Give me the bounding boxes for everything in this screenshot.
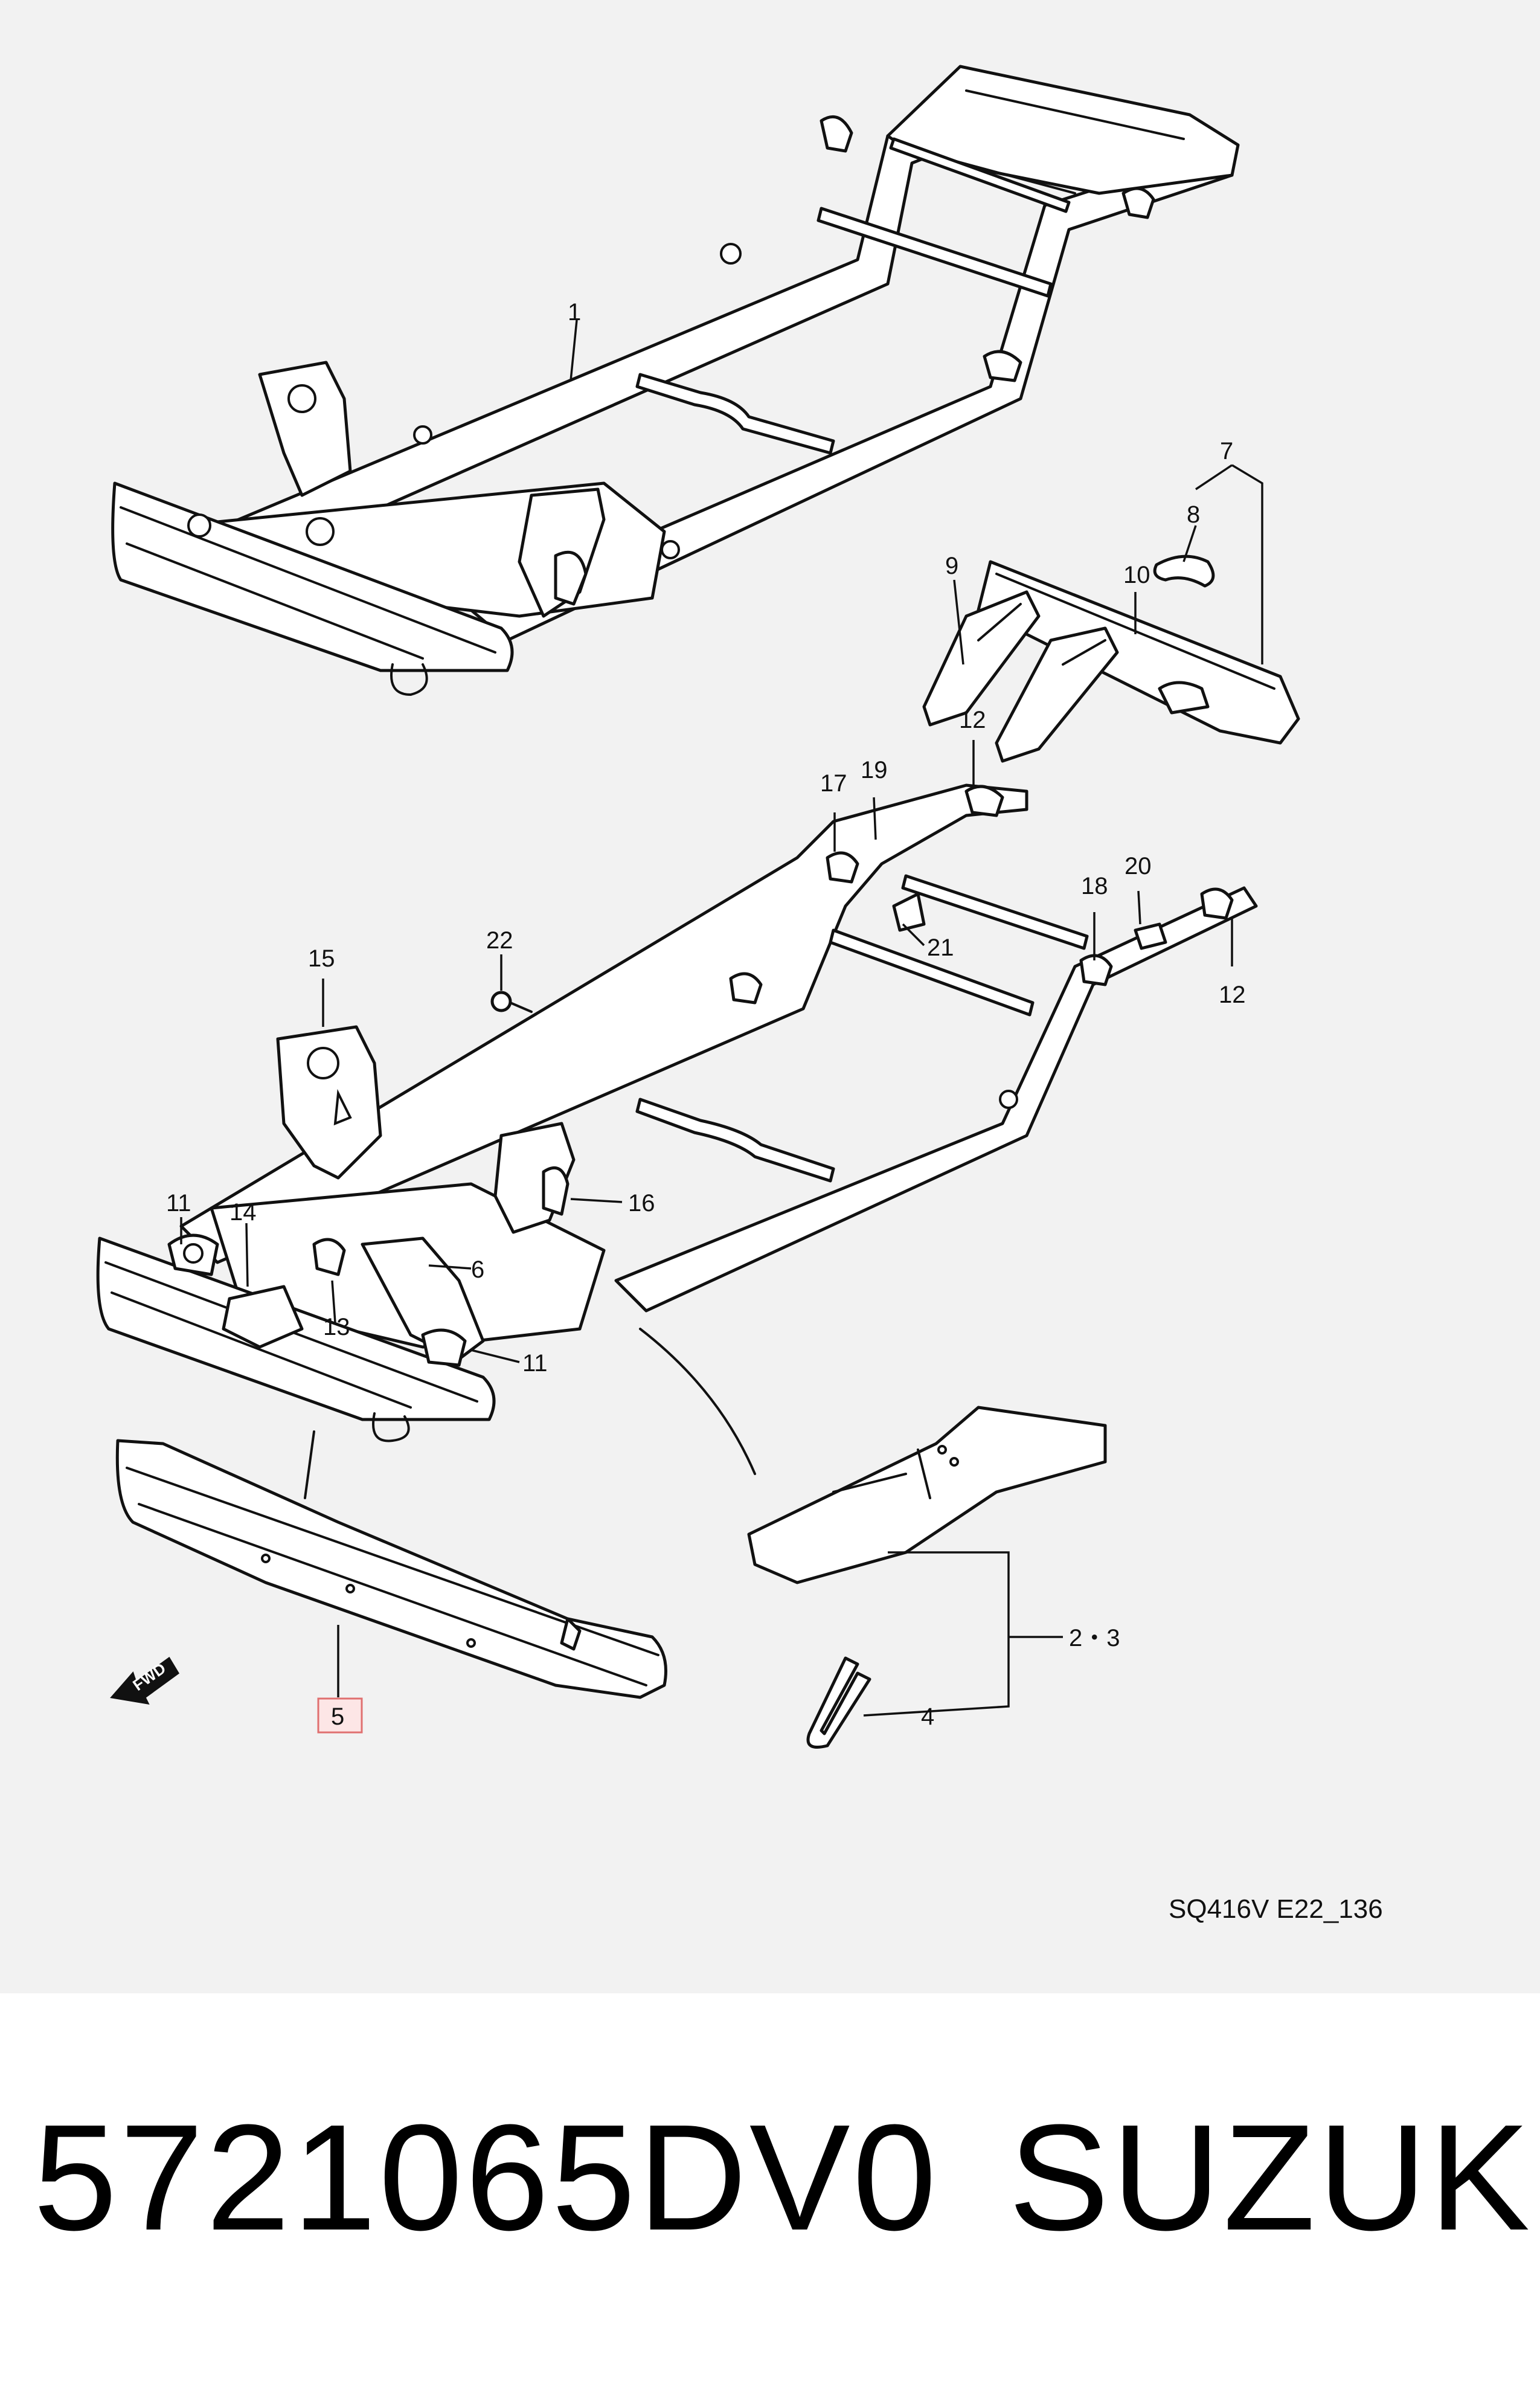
callout-2-3: 2・3 xyxy=(1069,1625,1120,1651)
callout-16: 16 xyxy=(628,1190,655,1217)
brand-name: SUZUKI xyxy=(1009,2093,1540,2262)
callout-7: 7 xyxy=(1220,438,1233,465)
callout-12a: 12 xyxy=(959,707,986,733)
callout-10: 10 xyxy=(1123,562,1150,588)
callout-20: 20 xyxy=(1125,853,1152,879)
callout-8: 8 xyxy=(1187,501,1200,528)
fwd-arrow-icon: FWD xyxy=(110,1656,179,1705)
highlight-box-5 xyxy=(317,1697,363,1734)
callout-11b: 11 xyxy=(522,1350,548,1377)
pointer-line-bumper xyxy=(304,1430,315,1499)
callout-18: 18 xyxy=(1081,873,1108,899)
callout-11a: 11 xyxy=(166,1190,191,1217)
leader-lines xyxy=(180,320,1263,1717)
callout-14: 14 xyxy=(229,1199,257,1226)
callout-9: 9 xyxy=(945,553,958,579)
callout-4: 4 xyxy=(921,1703,934,1730)
rear-crossmember-assembly xyxy=(922,555,1300,763)
part-4-u-clip xyxy=(806,1656,871,1749)
callout-13: 13 xyxy=(323,1314,350,1340)
callout-6: 6 xyxy=(471,1256,484,1283)
callout-12b: 12 xyxy=(1219,982,1246,1008)
frame-exploded-view: FWD 1 7 8 9 10 12 17 19 xyxy=(96,65,1383,1924)
callout-15: 15 xyxy=(308,945,335,972)
callout-17: 17 xyxy=(820,770,847,797)
part-22-bolt xyxy=(490,991,533,1013)
frame-assembly-1 xyxy=(111,65,1240,696)
callouts: 1 7 8 9 10 12 17 19 18 20 21 12 15 22 16… xyxy=(166,299,1246,1734)
part-15-bracket xyxy=(276,1025,382,1180)
parts-diagram: FWD 1 7 8 9 10 12 17 19 xyxy=(0,0,1540,1993)
callout-19: 19 xyxy=(861,757,888,783)
pointer-line-rail xyxy=(639,1328,756,1475)
callout-5: 5 xyxy=(331,1703,344,1730)
drawing-code: SQ416V E22_136 xyxy=(1169,1894,1383,1924)
callout-22: 22 xyxy=(486,927,513,954)
part-number: 5721065DV0 xyxy=(33,2093,939,2262)
frame-exploded xyxy=(96,783,1258,1442)
footer xyxy=(0,1993,1540,2392)
callout-1: 1 xyxy=(568,299,581,326)
callout-21: 21 xyxy=(927,934,954,961)
part-2-3-rail-extension xyxy=(747,1406,1107,1584)
part-5-bumper-reinforcement xyxy=(115,1439,667,1699)
